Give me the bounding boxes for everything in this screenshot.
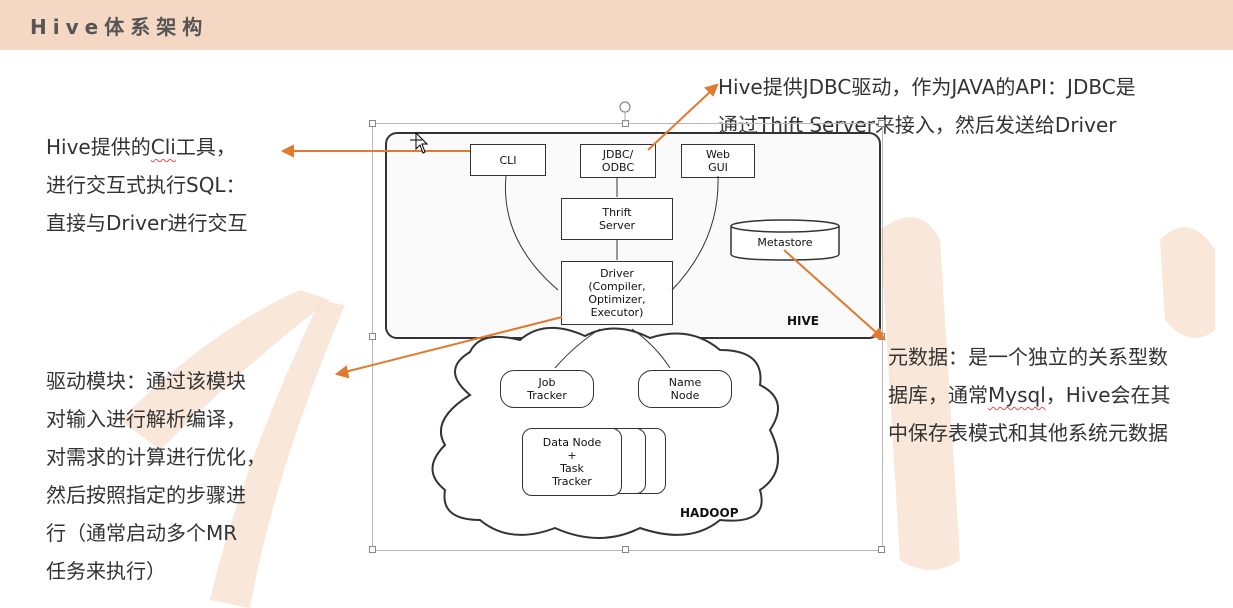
cli-note-line-3: 直接与Driver进行交互 <box>46 211 248 235</box>
hive-label: HIVE <box>787 314 819 328</box>
cli-box: CLI <box>470 144 546 176</box>
metastore-note: 元数据：是一个独立的关系型数 据库，通常Mysql，Hive会在其 中保存表模式… <box>888 338 1171 452</box>
resize-handle-bottom[interactable] <box>622 546 629 553</box>
name-node-box: Name Node <box>638 370 732 408</box>
resize-handle-br[interactable] <box>878 546 885 553</box>
resize-handle-tl[interactable] <box>369 120 376 127</box>
move-cursor-icon <box>410 132 429 154</box>
data-node-box: Data Node + Task Tracker <box>522 428 622 496</box>
web-gui-box: Web GUI <box>681 144 755 178</box>
slide-title-bar: Hive体系架构 <box>0 0 1233 50</box>
resize-handle-top[interactable] <box>622 120 629 127</box>
metastore-label: Metastore <box>757 235 813 249</box>
resize-handle-tr[interactable] <box>878 120 885 127</box>
resize-handle-left[interactable] <box>369 333 376 340</box>
driver-note-line-6: 任务来执行） <box>46 559 166 583</box>
jdbc-note: Hive提供JDBC驱动，作为JAVA的API：JDBC是 通过Thift Se… <box>718 68 1136 144</box>
cli-note-line-2: 进行交互式执行SQL： <box>46 173 246 197</box>
metastore-note-line-1: 元数据：是一个独立的关系型数 <box>888 345 1168 369</box>
jdbc-note-line-1: Hive提供JDBC驱动，作为JAVA的API：JDBC是 <box>718 75 1136 99</box>
driver-note-line-1: 驱动模块：通过该模块 <box>46 369 246 393</box>
driver-note-line-3: 对需求的计算进行优化， <box>46 445 266 469</box>
jdbc-odbc-box: JDBC/ ODBC <box>580 144 656 178</box>
metastore-note-line-3: 中保存表模式和其他系统元数据 <box>888 421 1168 445</box>
slide-title: Hive体系架构 <box>30 15 209 39</box>
resize-handle-right[interactable] <box>878 333 885 340</box>
driver-note: 驱动模块：通过该模块 对输入进行解析编译， 对需求的计算进行优化， 然后按照指定… <box>46 362 266 590</box>
thrift-server-box: Thrift Server <box>561 198 673 240</box>
driver-note-line-4: 然后按照指定的步骤进 <box>46 483 246 507</box>
driver-box: Driver (Compiler, Optimizer, Executor) <box>561 261 673 325</box>
resize-handle-bl[interactable] <box>369 546 376 553</box>
driver-note-line-2: 对输入进行解析编译， <box>46 407 246 431</box>
metastore-note-line-2: 据库，通常Mysql，Hive会在其 <box>888 383 1171 407</box>
job-tracker-box: Job Tracker <box>500 370 594 408</box>
hadoop-label: HADOOP <box>680 506 739 520</box>
cli-note-line-1: Hive提供的Cli工具， <box>46 135 236 159</box>
cli-note: Hive提供的Cli工具， 进行交互式执行SQL： 直接与Driver进行交互 <box>46 128 248 242</box>
driver-note-line-5: 行（通常启动多个MR <box>46 521 238 545</box>
